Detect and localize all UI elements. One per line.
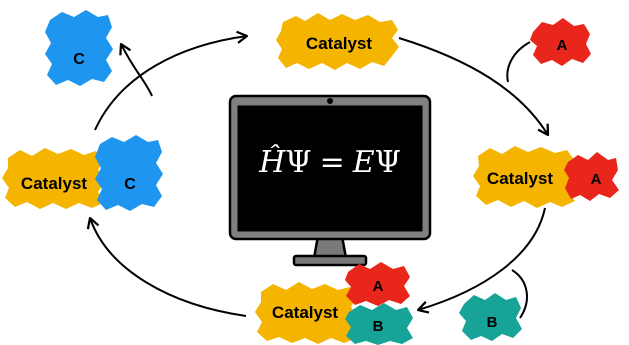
species-a-blob-free: A bbox=[530, 18, 591, 66]
catalyst-shape bbox=[255, 282, 358, 344]
h-hat-symbol: Ĥ bbox=[258, 144, 286, 180]
catalyst-shape bbox=[276, 13, 399, 70]
monitor-base bbox=[292, 254, 368, 267]
cycle-arrow-right-bottom bbox=[416, 207, 546, 314]
catalyst-a-b-complex: Catalyst A B bbox=[255, 262, 413, 345]
species-c-shape bbox=[45, 10, 113, 86]
catalyst-a-complex: Catalyst A bbox=[473, 146, 619, 208]
arrow-b-incoming bbox=[511, 269, 528, 319]
species-a-label: A bbox=[557, 37, 568, 54]
cycle-arrow-bottom-left bbox=[86, 216, 247, 317]
species-c-shape bbox=[95, 135, 163, 211]
catalyst-label: Catalyst bbox=[272, 303, 338, 322]
species-a-label: A bbox=[373, 278, 384, 295]
species-c-label: C bbox=[124, 176, 136, 193]
catalyst-c-complex: Catalyst C bbox=[2, 135, 163, 211]
species-a-shape bbox=[564, 152, 619, 201]
catalyst-shape bbox=[2, 148, 106, 209]
psi-symbol: Ψ bbox=[375, 145, 401, 180]
arrow-a-incoming bbox=[506, 41, 531, 83]
species-a-shape bbox=[530, 18, 591, 66]
catalyst-shape bbox=[473, 146, 576, 208]
species-b-label: B bbox=[373, 318, 384, 335]
computer-monitor-icon bbox=[228, 94, 432, 267]
species-b-label: B bbox=[487, 314, 498, 331]
catalyst-blob-top: Catalyst bbox=[276, 13, 399, 70]
monitor-screen bbox=[237, 105, 423, 232]
cycle-arrow-top-right bbox=[398, 37, 550, 137]
energy-symbol: E bbox=[352, 145, 375, 180]
monitor-camera bbox=[327, 98, 333, 104]
species-b-blob-free: B bbox=[459, 293, 522, 341]
catalyst-label: Catalyst bbox=[21, 174, 87, 193]
species-a-shape bbox=[345, 262, 410, 306]
catalyst-label: Catalyst bbox=[306, 34, 372, 53]
species-b-shape bbox=[459, 293, 522, 341]
psi-symbol: Ψ bbox=[285, 145, 311, 180]
species-c-blob-free: C bbox=[45, 10, 113, 86]
catalyst-label: Catalyst bbox=[487, 169, 553, 188]
equals-sign: = bbox=[320, 145, 345, 180]
arrow-c-outgoing bbox=[119, 42, 153, 97]
species-c-label: C bbox=[73, 51, 85, 68]
cycle-arrow-left-top bbox=[94, 30, 249, 131]
species-b-shape bbox=[345, 303, 413, 345]
hamiltonian-equation: ĤΨ=EΨ bbox=[258, 144, 401, 180]
species-a-label: A bbox=[591, 171, 602, 188]
